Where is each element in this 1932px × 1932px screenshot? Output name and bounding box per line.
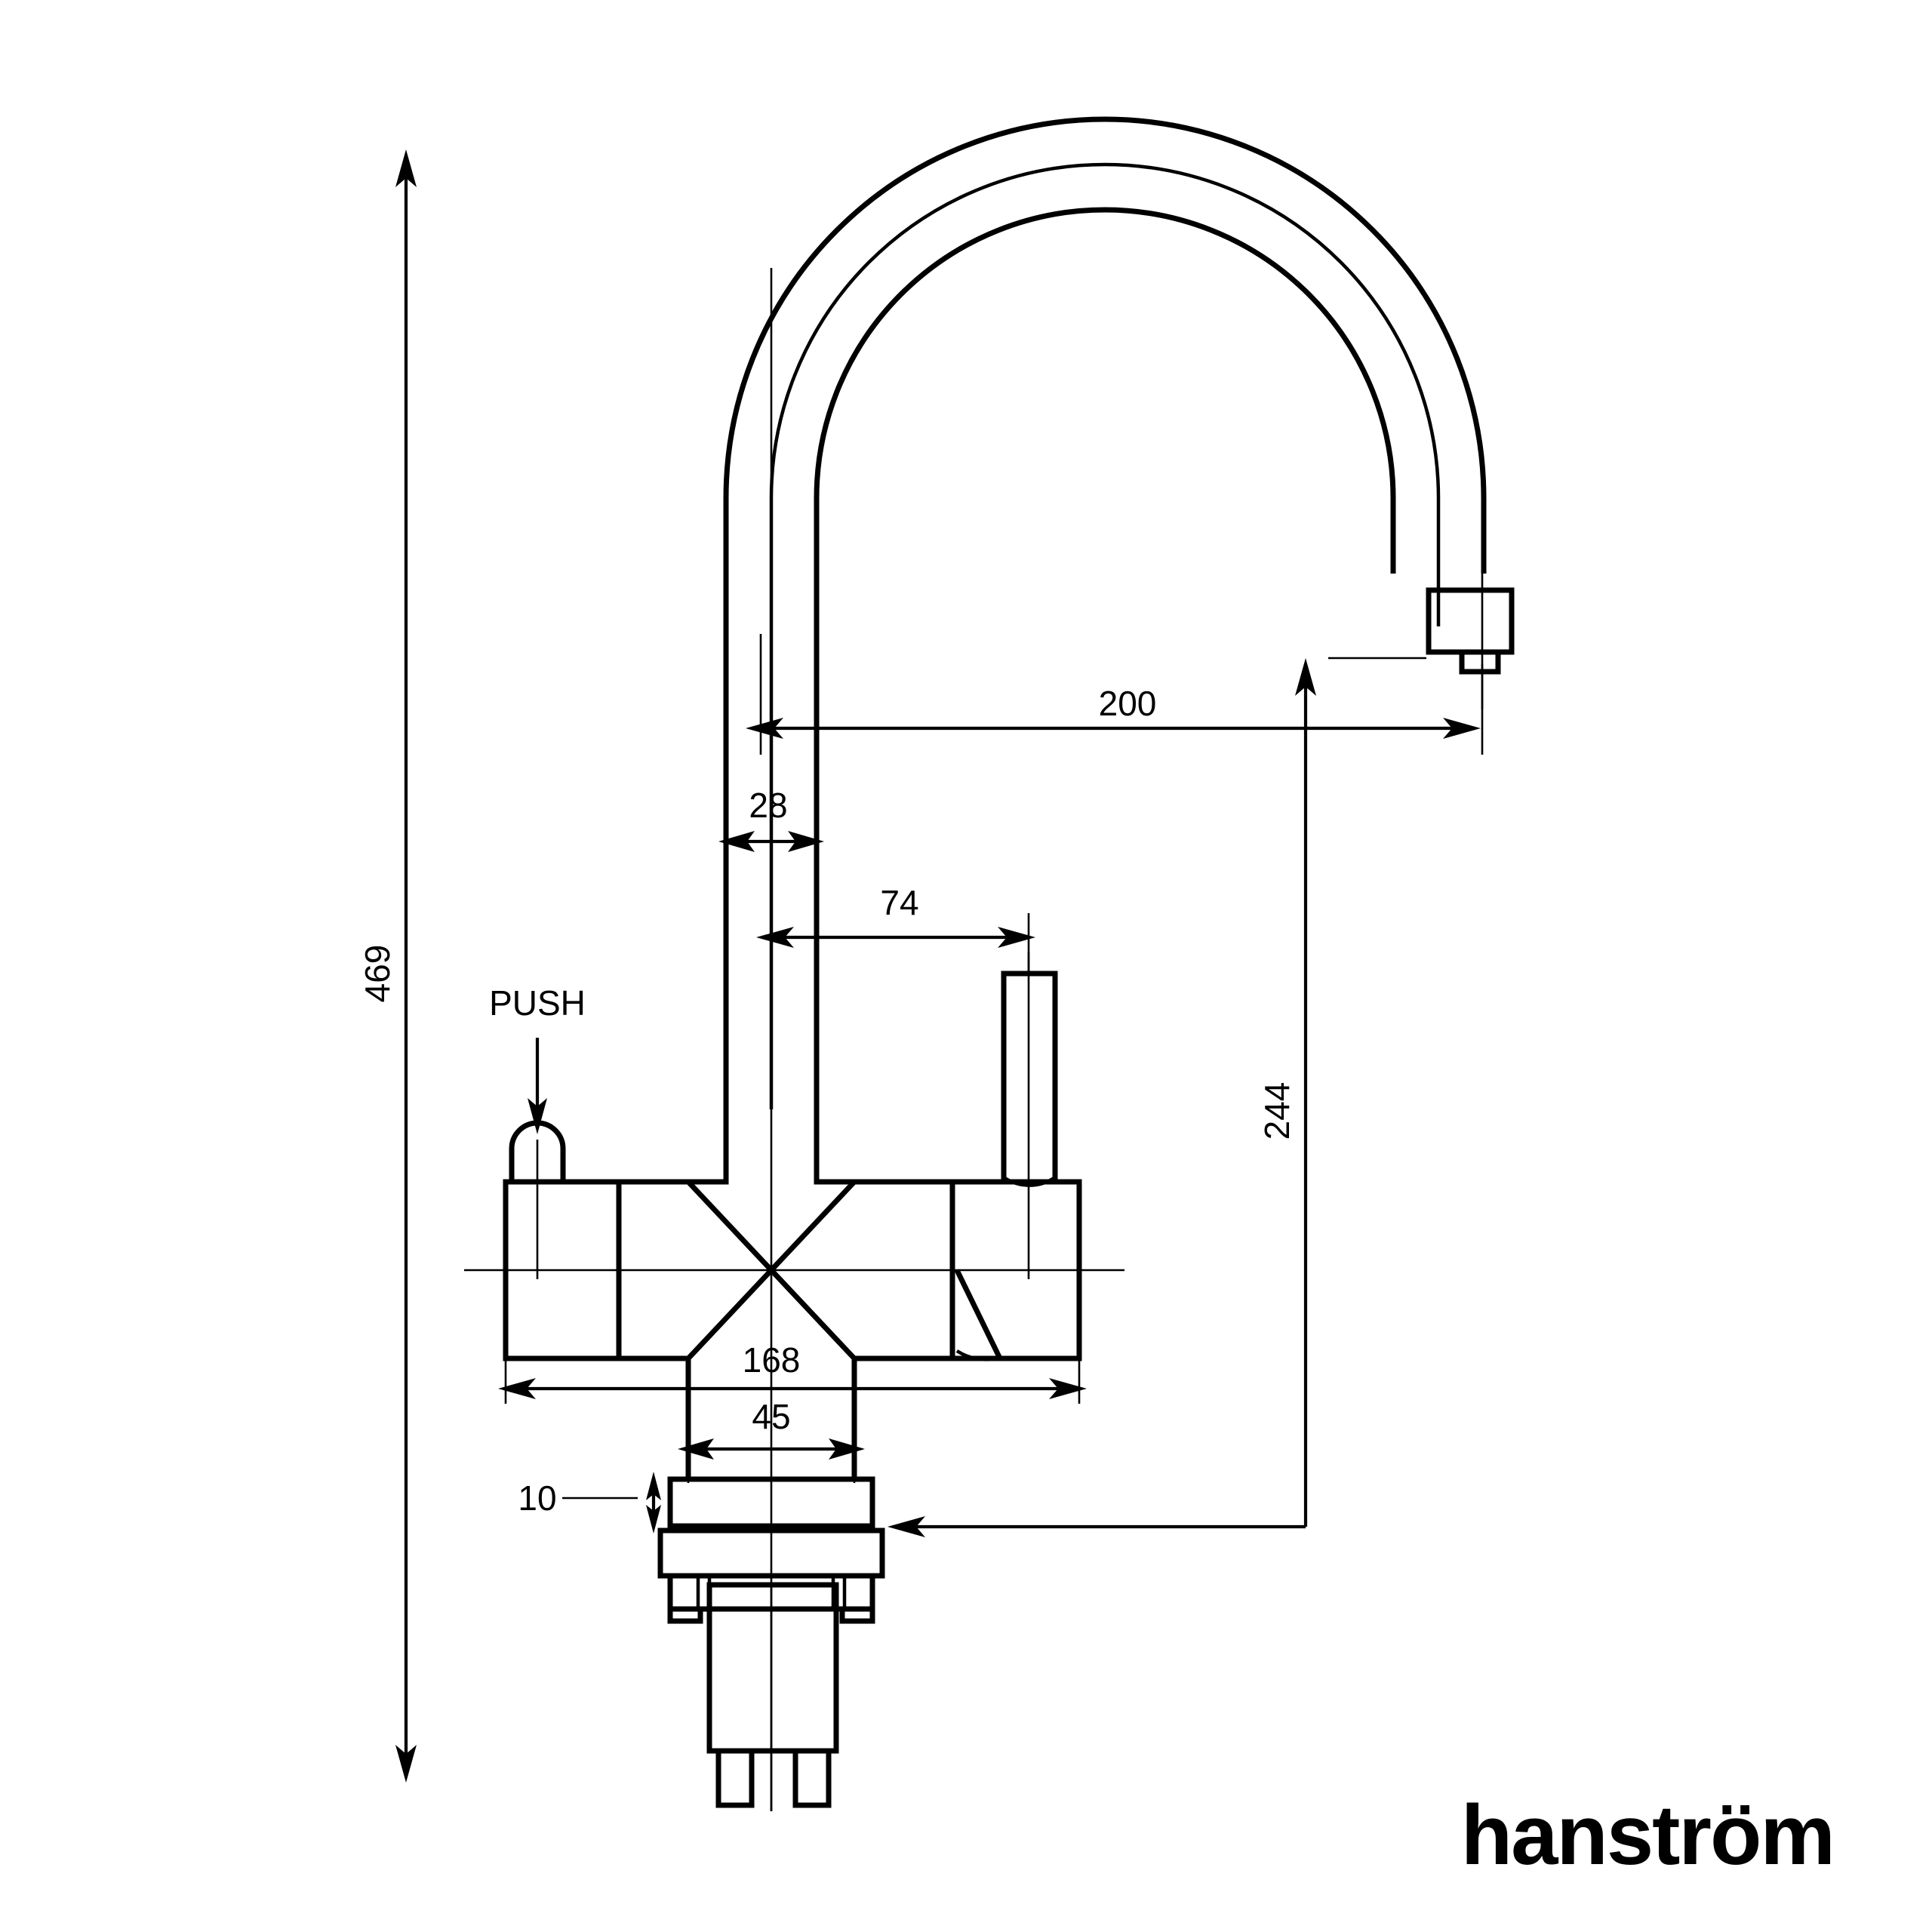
spout-outlet [1426,587,1515,675]
dimension-74: 74 [756,853,1035,974]
dimension-45: 45 [678,1389,865,1483]
push-annotation: PUSH [489,983,586,1134]
brand-logo: hanström [1461,1788,1834,1882]
dimension-244-label: 244 [1257,1082,1297,1140]
dimension-10: 10 [518,1472,661,1534]
dimension-200-label: 200 [1099,684,1157,723]
dimension-469-label: 469 [358,945,397,1003]
dimension-74-label: 74 [880,883,918,922]
base-mount [657,1476,885,1811]
dimension-168-label: 168 [743,1340,801,1380]
dimension-28: 28 [718,747,824,853]
dimension-10-label: 10 [518,1478,556,1518]
dimension-28-label: 28 [749,786,787,825]
dimension-45-label: 45 [752,1397,790,1436]
dimension-200: 200 [746,634,1484,755]
dimension-168: 168 [498,1340,1087,1404]
faucet-spout [723,116,1487,1109]
dimension-244: 244 [888,657,1426,1537]
dimension-469: 469 [358,149,417,1783]
centerlines [464,162,1484,1811]
push-label: PUSH [489,983,586,1023]
valve-body [503,1109,1082,1479]
